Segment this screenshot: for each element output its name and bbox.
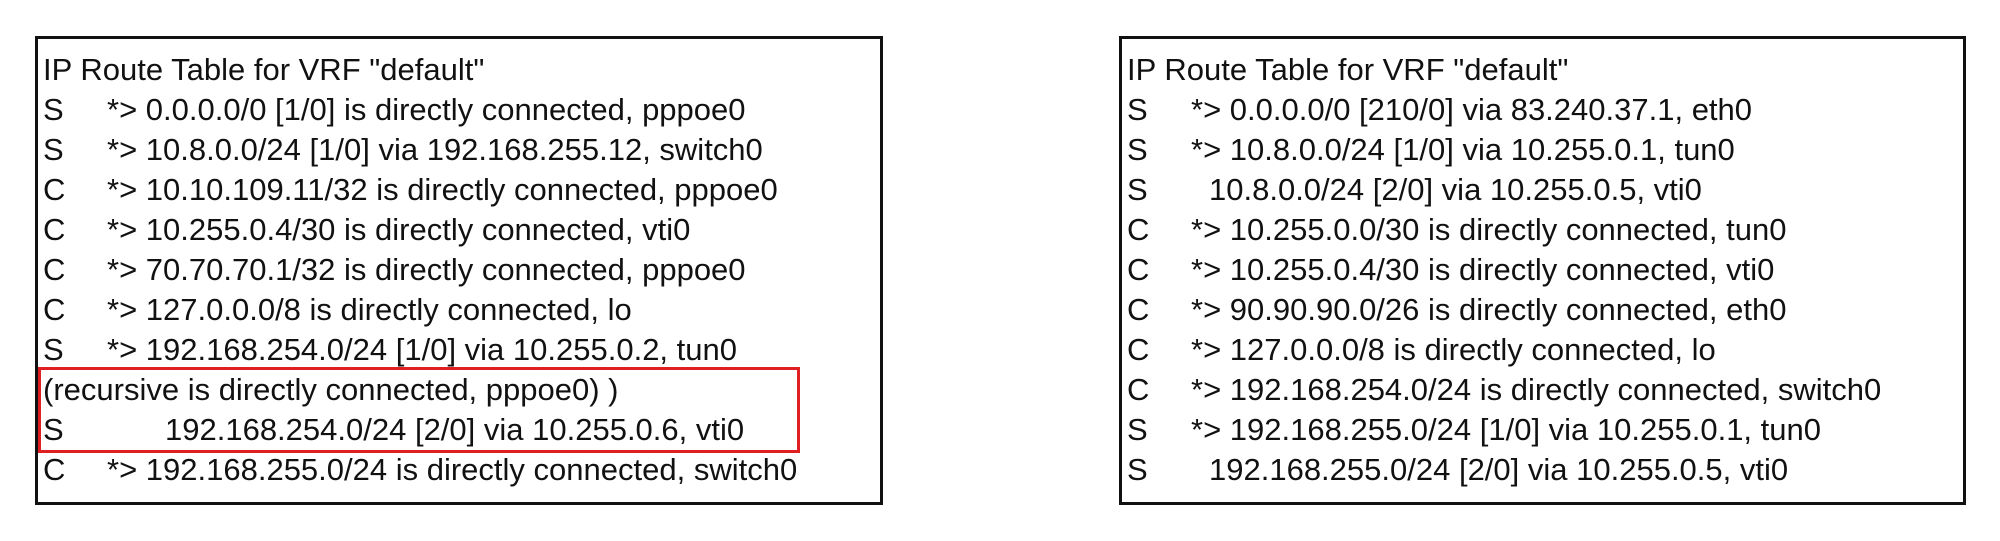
route-code: S xyxy=(1127,412,1148,447)
route-row: C *> 10.10.109.11/32 is directly connect… xyxy=(38,170,880,210)
route-entry: *> 10.255.0.0/30 is directly connected, … xyxy=(1191,212,1787,247)
route-entry: *> 0.0.0.0/0 [210/0] via 83.240.37.1, et… xyxy=(1191,92,1753,127)
route-code: C xyxy=(43,292,66,327)
route-code: C xyxy=(1127,332,1150,367)
route-row: S *> 0.0.0.0/0 [210/0] via 83.240.37.1, … xyxy=(1122,90,1963,130)
route-entry: *> 10.255.0.4/30 is directly connected, … xyxy=(1191,252,1775,287)
route-row: S *> 0.0.0.0/0 [1/0] is directly connect… xyxy=(38,90,880,130)
route-entry: 192.168.255.0/24 [2/0] via 10.255.0.5, v… xyxy=(1209,452,1789,487)
route-code: S xyxy=(43,332,64,367)
route-row: S *> 10.8.0.0/24 [1/0] via 10.255.0.1, t… xyxy=(1122,130,1963,170)
route-row-highlighted: S *> 192.168.254.0/24 [1/0] via 10.255.0… xyxy=(38,330,880,370)
route-code: S xyxy=(1127,452,1148,487)
route-entry: *> 10.255.0.4/30 is directly connected, … xyxy=(107,212,691,247)
route-continuation: (recursive is directly connected, pppoe0… xyxy=(43,372,619,407)
route-entry: 192.168.254.0/24 [2/0] via 10.255.0.6, v… xyxy=(165,412,745,447)
route-entry: *> 10.8.0.0/24 [1/0] via 192.168.255.12,… xyxy=(107,132,763,167)
route-code: C xyxy=(1127,212,1150,247)
route-row: C *> 90.90.90.0/26 is directly connected… xyxy=(1122,290,1963,330)
route-entry: *> 90.90.90.0/26 is directly connected, … xyxy=(1191,292,1787,327)
route-code: C xyxy=(43,452,66,487)
route-code: S xyxy=(1127,172,1148,207)
route-code: C xyxy=(43,212,66,247)
route-row: C *> 192.168.255.0/24 is directly connec… xyxy=(38,450,880,490)
route-row: C *> 192.168.254.0/24 is directly connec… xyxy=(1122,370,1963,410)
route-entry: *> 10.10.109.11/32 is directly connected… xyxy=(107,172,778,207)
route-row: C *> 127.0.0.0/8 is directly connected, … xyxy=(1122,330,1963,370)
route-entry: *> 192.168.255.0/24 is directly connecte… xyxy=(107,452,798,487)
route-code: C xyxy=(1127,292,1150,327)
route-row: S 192.168.254.0/24 [2/0] via 10.255.0.6,… xyxy=(38,410,880,450)
route-code: S xyxy=(1127,92,1148,127)
route-code: C xyxy=(43,252,66,287)
route-code: S xyxy=(43,92,64,127)
route-row: C *> 10.255.0.4/30 is directly connected… xyxy=(38,210,880,250)
route-code: C xyxy=(1127,372,1150,407)
route-code: C xyxy=(43,172,66,207)
route-entry: *> 192.168.254.0/24 is directly connecte… xyxy=(1191,372,1882,407)
route-row: S 10.8.0.0/24 [2/0] via 10.255.0.5, vti0 xyxy=(1122,170,1963,210)
route-code: S xyxy=(43,412,64,447)
route-entry: *> 70.70.70.1/32 is directly connected, … xyxy=(107,252,746,287)
route-entry: *> 127.0.0.0/8 is directly connected, lo xyxy=(1191,332,1716,367)
route-row: C *> 127.0.0.0/8 is directly connected, … xyxy=(38,290,880,330)
route-entry: *> 127.0.0.0/8 is directly connected, lo xyxy=(107,292,632,327)
route-table-title: IP Route Table for VRF "default" xyxy=(1127,52,1569,87)
route-row: C *> 10.255.0.4/30 is directly connected… xyxy=(1122,250,1963,290)
route-entry: *> 192.168.255.0/24 [1/0] via 10.255.0.1… xyxy=(1191,412,1821,447)
route-row: S 192.168.255.0/24 [2/0] via 10.255.0.5,… xyxy=(1122,450,1963,490)
route-code: C xyxy=(1127,252,1150,287)
route-entry: 10.8.0.0/24 [2/0] via 10.255.0.5, vti0 xyxy=(1209,172,1702,207)
route-row: S *> 10.8.0.0/24 [1/0] via 192.168.255.1… xyxy=(38,130,880,170)
route-code: S xyxy=(1127,132,1148,167)
route-entry: *> 10.8.0.0/24 [1/0] via 10.255.0.1, tun… xyxy=(1191,132,1735,167)
route-row: S *> 192.168.255.0/24 [1/0] via 10.255.0… xyxy=(1122,410,1963,450)
left-route-table: IP Route Table for VRF "default" S *> 0.… xyxy=(35,36,883,505)
route-code: S xyxy=(43,132,64,167)
right-route-table: IP Route Table for VRF "default" S *> 0.… xyxy=(1119,36,1966,505)
route-entry: *> 0.0.0.0/0 [1/0] is directly connected… xyxy=(107,92,746,127)
route-table-title: IP Route Table for VRF "default" xyxy=(43,52,485,87)
route-entry: *> 192.168.254.0/24 [1/0] via 10.255.0.2… xyxy=(107,332,737,367)
route-row: C *> 70.70.70.1/32 is directly connected… xyxy=(38,250,880,290)
route-row: C *> 10.255.0.0/30 is directly connected… xyxy=(1122,210,1963,250)
